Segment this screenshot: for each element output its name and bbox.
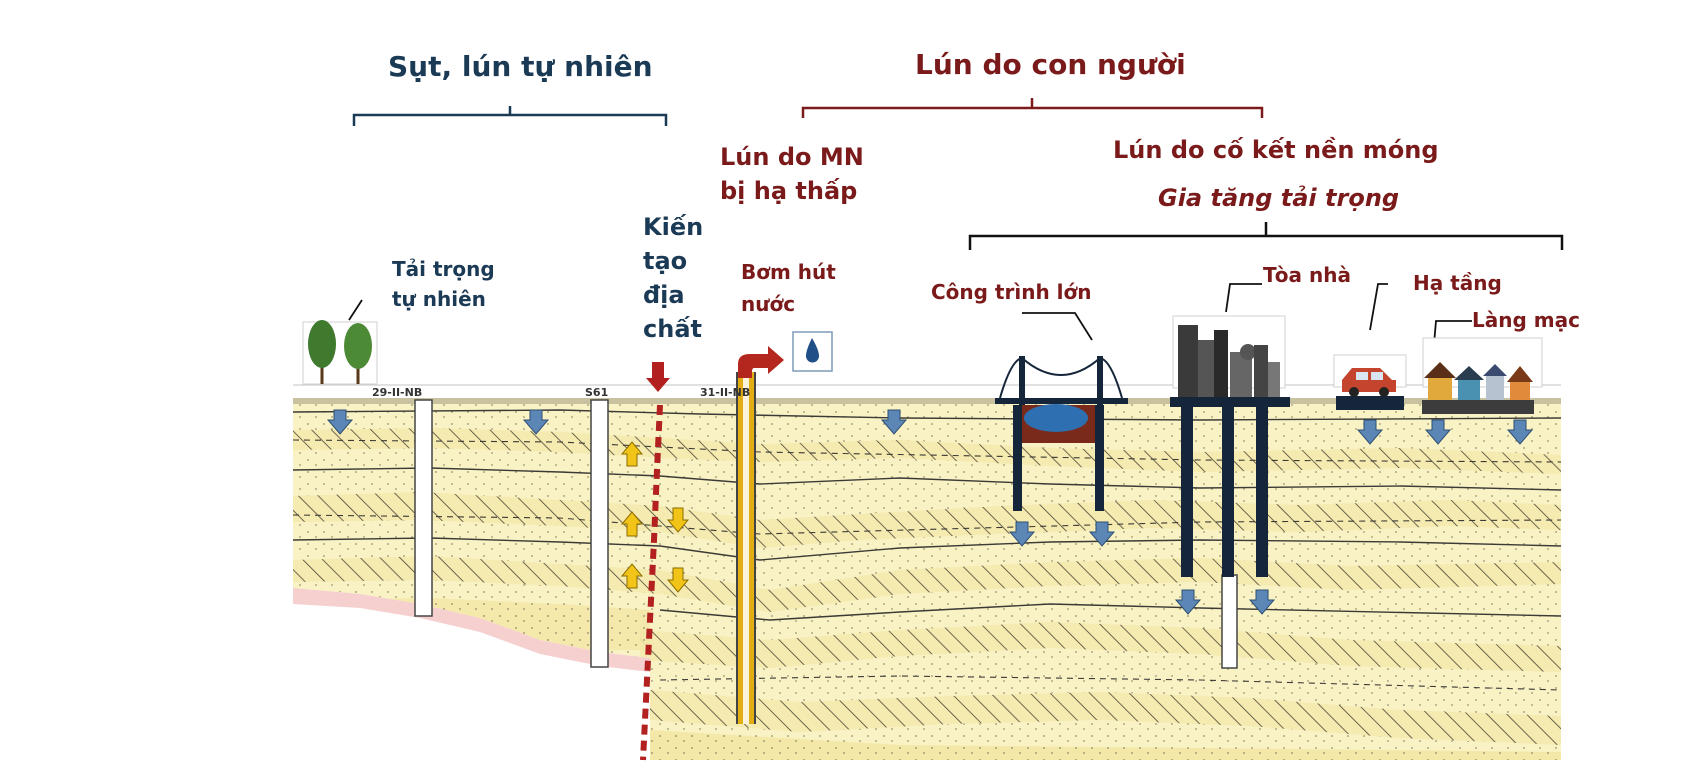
natural-bracket <box>352 106 668 126</box>
well-label-2: S61 <box>585 386 609 399</box>
settlement-arrows <box>326 409 1534 615</box>
large-works-label: Công trình lớn <box>931 280 1092 304</box>
load-bracket <box>968 222 1564 250</box>
clay-lens-5 <box>650 690 1561 745</box>
village-label: Làng mạc <box>1472 308 1580 332</box>
water-level-label: Lún do MN bị hạ thấp <box>720 143 864 205</box>
tectonic-movement-arrows <box>620 441 690 593</box>
well-label-3: 31-II-NB <box>700 386 751 399</box>
building-icon <box>1170 325 1290 577</box>
human-bracket <box>801 98 1264 118</box>
bedrock-layer <box>293 588 650 672</box>
water-drop-icon <box>792 331 833 372</box>
building-label: Tòa nhà <box>1263 263 1351 287</box>
clay-lens-4 <box>640 622 1561 672</box>
well-pile-bottom <box>1221 574 1238 669</box>
tectonic-arrow <box>646 362 670 392</box>
bridge-icon <box>995 356 1128 511</box>
well-label-1: 29-II-NB <box>372 386 423 399</box>
natural-subsidence-title: Sụt, lún tự nhiên <box>388 50 653 83</box>
well-S61 <box>590 399 609 668</box>
human-subsidence-title: Lún do con người <box>915 48 1186 81</box>
pump-arrow <box>738 346 784 378</box>
load-increase-label: Gia tăng tải trọng <box>1158 184 1400 212</box>
car-icon <box>1336 368 1404 410</box>
tree-icon <box>308 320 372 384</box>
house-icon <box>1422 362 1534 414</box>
well-29-II-NB <box>414 399 433 617</box>
natural-load-label: Tải trọng tự nhiên <box>392 257 495 311</box>
tectonic-label: Kiến tạo địa chất <box>643 213 704 343</box>
clay-lens-3 <box>293 556 1561 612</box>
fault-line <box>640 404 663 761</box>
clay-lens-2 <box>293 492 1561 548</box>
pumping-label: Bơm hút nước <box>741 260 836 316</box>
consolidation-label: Lún do cố kết nền móng <box>1113 136 1439 164</box>
infrastructure-label: Hạ tầng <box>1413 271 1502 295</box>
clay-lens-1 <box>293 428 1561 474</box>
